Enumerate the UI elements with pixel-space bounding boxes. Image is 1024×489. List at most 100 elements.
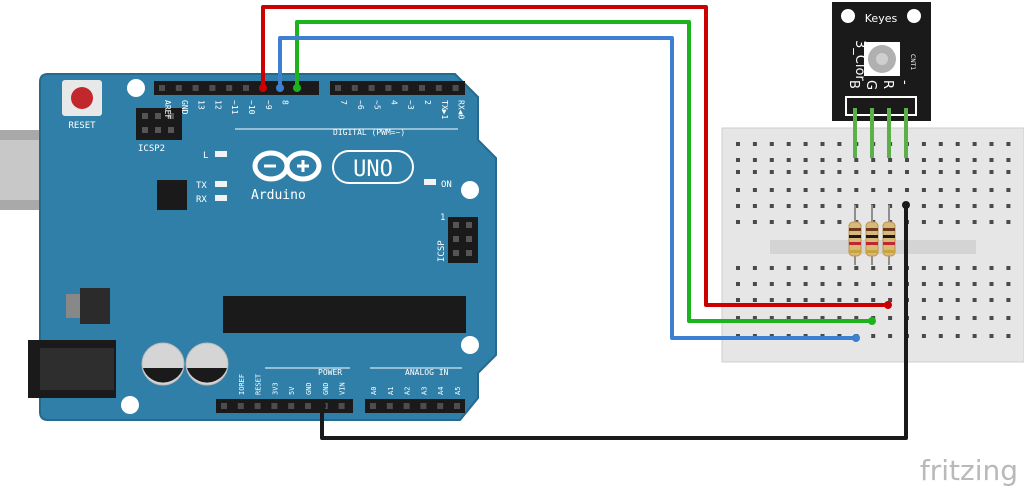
breadboard-hole xyxy=(1006,220,1011,224)
digital-header-left xyxy=(154,81,319,95)
digital-pin-socket xyxy=(368,85,375,91)
model-badge xyxy=(332,150,414,184)
resistor xyxy=(882,205,896,265)
breadboard-hole xyxy=(888,334,893,338)
module-brand: Keyes xyxy=(865,12,898,25)
breadboard-hole xyxy=(938,220,943,224)
breadboard-hole xyxy=(888,298,893,302)
digital-pin-socket xyxy=(419,85,425,91)
breadboard-hole xyxy=(938,170,943,174)
digital-pin-socket xyxy=(209,85,216,91)
digital-pin-socket xyxy=(435,85,442,91)
mounting-hole xyxy=(461,336,479,354)
analog-pin-label: A0 xyxy=(370,387,378,395)
digital-label: DIGITAL (PWM=~) xyxy=(333,128,405,137)
power-pin-label: 5V xyxy=(288,386,296,395)
led-on xyxy=(424,179,436,185)
breadboard-hole xyxy=(938,188,943,192)
wire-blue xyxy=(278,36,856,340)
breadboard-hole xyxy=(854,170,859,174)
breadboard-hole xyxy=(854,282,859,286)
breadboard-hole xyxy=(803,266,808,270)
breadboard-hole xyxy=(786,220,791,224)
module-pin-label: G xyxy=(863,80,878,90)
wire-end-blue xyxy=(276,84,284,92)
breadboard-hole xyxy=(921,142,926,146)
breadboard-hole xyxy=(736,220,740,224)
breadboard-hole xyxy=(803,220,808,224)
wire-end-black xyxy=(902,201,910,209)
breadboard-hole xyxy=(752,204,757,208)
breadboard-hole xyxy=(989,316,994,320)
digital-pin-socket xyxy=(159,85,165,91)
breadboard-hole xyxy=(854,204,859,208)
module-part-label: 3_Clor xyxy=(852,40,867,81)
power-pin-socket xyxy=(271,403,278,409)
breadboard-hole xyxy=(955,316,960,320)
digital-pin-socket xyxy=(335,85,341,91)
breadboard-hole xyxy=(752,298,757,302)
mounting-hole xyxy=(121,396,139,414)
breadboard-hole xyxy=(955,282,960,286)
breadboard-hole xyxy=(854,266,859,270)
breadboard-hole xyxy=(769,188,774,192)
digital-pin-label: RX◀0 xyxy=(457,100,466,119)
breadboard-hole xyxy=(803,170,808,174)
breadboard-hole xyxy=(921,188,926,192)
breadboard-hole xyxy=(989,220,994,224)
breadboard-hole xyxy=(955,170,960,174)
wire-end-red xyxy=(884,301,892,309)
power-pin-sockets xyxy=(221,403,460,409)
breadboard-hole xyxy=(820,220,825,224)
breadboard-hole xyxy=(955,220,960,224)
breadboard-hole xyxy=(803,188,808,192)
led-rx-label: RX xyxy=(196,195,207,205)
breadboard-hole xyxy=(803,316,808,320)
breadboard-hole xyxy=(803,158,808,162)
breadboard-hole xyxy=(837,316,842,320)
breadboard-hole xyxy=(989,158,994,162)
breadboard-hole xyxy=(1006,316,1011,320)
breadboard-hole xyxy=(736,188,740,192)
breadboard-hole xyxy=(803,298,808,302)
wire-end-red xyxy=(259,84,267,92)
breadboard-hole xyxy=(989,142,994,146)
wire-end-green xyxy=(868,317,876,325)
power-label: POWER xyxy=(318,368,342,377)
digital-pin-label: ~5 xyxy=(373,100,382,110)
led-tx-label: TX xyxy=(196,181,207,191)
breadboard-hole xyxy=(905,188,909,192)
analog-pin-socket xyxy=(370,403,376,409)
breadboard-hole xyxy=(921,220,926,224)
power-pin-label: 3V3 xyxy=(271,382,279,395)
digital-pin-socket xyxy=(385,85,392,91)
breadboard-hole xyxy=(1006,298,1011,302)
wire-green xyxy=(295,20,872,323)
breadboard-hole xyxy=(786,282,791,286)
breadboard-hole xyxy=(921,204,926,208)
digital-pin-socket xyxy=(175,85,182,91)
breadboard-hole xyxy=(871,158,876,162)
digital-pin-label: ~9 xyxy=(264,100,273,110)
breadboard-hole xyxy=(921,170,926,174)
breadboard-hole xyxy=(736,282,740,286)
breadboard-hole xyxy=(888,316,893,320)
breadboard-hole xyxy=(955,142,960,146)
breadboard-hole xyxy=(972,220,977,224)
breadboard-hole xyxy=(752,266,757,270)
breadboard-hole xyxy=(989,282,994,286)
digital-pin-socket xyxy=(351,85,358,91)
breadboard-hole xyxy=(921,316,926,320)
module-pin-label: B xyxy=(846,80,861,89)
power-pin-label: RESET xyxy=(255,373,263,395)
breadboard-hole xyxy=(736,142,740,146)
breadboard-hole xyxy=(955,204,960,208)
fritzing-watermark: fritzing xyxy=(920,454,1018,487)
breadboard-hole xyxy=(769,142,774,146)
wires xyxy=(259,5,910,440)
breadboard-hole xyxy=(938,334,943,338)
module-pin-label: - xyxy=(897,80,912,85)
breadboard-hole xyxy=(972,158,977,162)
breadboard-hole xyxy=(938,266,943,270)
breadboard-hole xyxy=(837,170,842,174)
